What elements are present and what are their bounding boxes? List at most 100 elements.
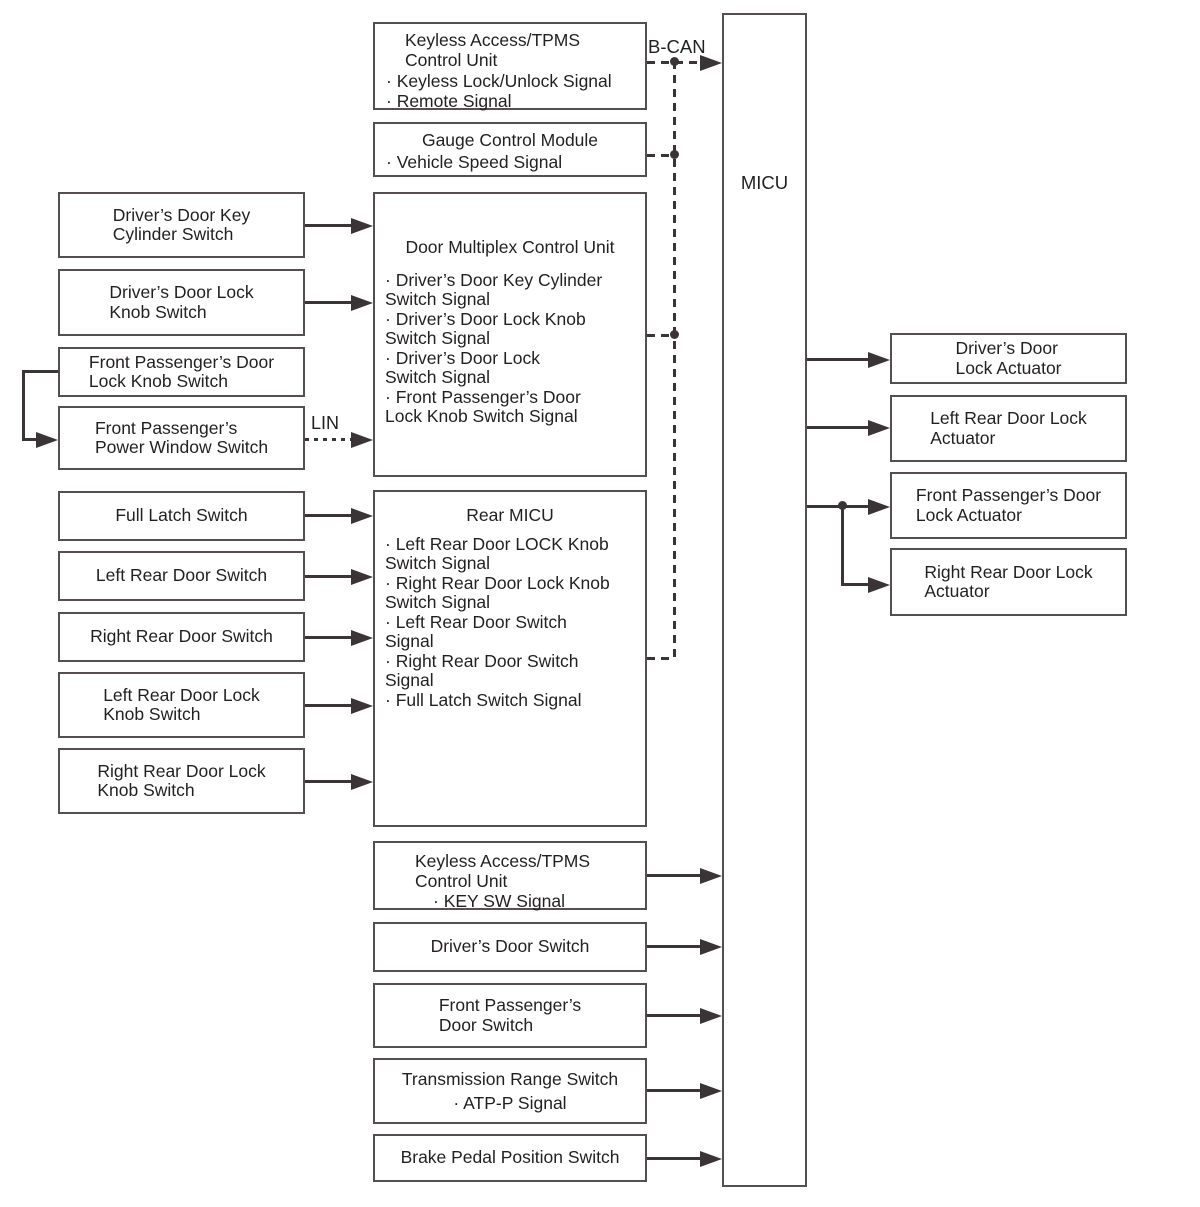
arrowhead-keyless-key-sw-to-micu <box>700 868 722 884</box>
line-full-latch-to-rear-micu <box>305 514 353 517</box>
box-label: Driver’s Door Switch <box>430 936 590 957</box>
box-drivers-door-lock-knob-switch: Driver’s Door Lock Knob Switch <box>58 269 305 336</box>
line-lock-knob-to-dmcu <box>305 301 353 304</box>
box-title: Keyless Access/TPMS Control Unit <box>415 851 591 891</box>
box-signals: · KEY SW Signal <box>433 891 565 911</box>
line-fp-door-switch-to-micu <box>647 1014 702 1017</box>
box-signals: · Left Rear Door LOCK Knob Switch Signal… <box>385 533 610 710</box>
bcan-bus-rear-micu-segment <box>647 657 675 660</box>
box-label: Left Rear Door Lock Actuator <box>930 408 1087 448</box>
box-gauge-control-module: Gauge Control Module · Vehicle Speed Sig… <box>373 122 647 177</box>
box-title: Gauge Control Module <box>421 130 599 150</box>
line-transmission-range-to-micu <box>647 1089 702 1092</box>
box-transmission-range-switch: Transmission Range Switch · ATP-P Signal <box>373 1058 647 1124</box>
bcan-bus-label: B-CAN <box>648 36 706 57</box>
box-left-rear-door-lock-actuator: Left Rear Door Lock Actuator <box>890 395 1127 462</box>
box-left-rear-door-lock-knob-switch: Left Rear Door Lock Knob Switch <box>58 672 305 738</box>
lin-bus-line <box>305 438 353 441</box>
arrowhead-micu-to-drivers-door-actuator <box>868 352 890 368</box>
line-fp-lock-knob-left <box>22 370 58 373</box>
micu-label: MICU <box>740 172 789 193</box>
box-front-passengers-door-lock-actuator: Front Passenger’s Door Lock Actuator <box>890 472 1127 539</box>
arrowhead-brake-pedal-to-micu <box>700 1151 722 1167</box>
box-rear-micu: Rear MICU · Left Rear Door LOCK Knob Swi… <box>373 490 647 827</box>
box-signals: · Keyless Lock/Unlock Signal · Remote Si… <box>386 71 612 111</box>
junction-dot-bcan-keyless <box>670 57 679 66</box>
arrowhead-fp-lock-knob-into-pw-switch <box>36 432 58 448</box>
line-micu-to-drivers-door-actuator <box>807 358 870 361</box>
arrowhead-bcan-into-micu <box>700 55 722 71</box>
arrowhead-micu-to-left-rear-actuator <box>868 420 890 436</box>
box-signals: · Driver’s Door Key Cylinder Switch Sign… <box>385 269 603 426</box>
box-drivers-door-switch: Driver’s Door Switch <box>373 922 647 972</box>
box-right-rear-door-lock-knob-switch: Right Rear Door Lock Knob Switch <box>58 748 305 814</box>
line-micu-to-left-rear-actuator <box>807 426 870 429</box>
line-left-rear-door-switch-to-rear-micu <box>305 575 353 578</box>
arrowhead-fp-door-switch-to-micu <box>700 1008 722 1024</box>
junction-dot-actuator-branch <box>838 501 847 510</box>
line-right-rear-door-switch-to-rear-micu <box>305 636 353 639</box>
box-title: Door Multiplex Control Unit <box>405 237 615 257</box>
box-front-passengers-power-window-switch: Front Passenger’s Power Window Switch <box>58 406 305 470</box>
arrowhead-right-rear-door-switch-to-rear-micu <box>351 630 373 646</box>
box-drivers-door-key-cylinder-switch: Driver’s Door Key Cylinder Switch <box>58 192 305 258</box>
box-label: Brake Pedal Position Switch <box>400 1147 620 1168</box>
arrowhead-transmission-range-to-micu <box>700 1083 722 1099</box>
bcan-bus-gauge-segment <box>647 154 675 157</box>
lin-bus-label: LIN <box>311 413 340 433</box>
arrowhead-key-cylinder-to-dmcu <box>351 218 373 234</box>
box-title: Rear MICU <box>466 505 554 525</box>
line-brake-pedal-to-micu <box>647 1157 702 1160</box>
box-label: Driver’s Door Lock Knob Switch <box>109 282 254 322</box>
box-keyless-access-tpms-key-sw: Keyless Access/TPMS Control Unit · KEY S… <box>373 841 647 911</box>
box-front-passengers-door-switch: Front Passenger’s Door Switch <box>373 983 647 1048</box>
box-label: Full Latch Switch <box>115 505 248 526</box>
box-door-multiplex-control-unit: Door Multiplex Control Unit · Driver’s D… <box>373 192 647 477</box>
box-label: Right Rear Door Lock Knob Switch <box>97 760 266 800</box>
arrowhead-branch-to-right-rear-actuator <box>868 577 890 593</box>
arrowhead-left-rear-door-switch-to-rear-micu <box>351 569 373 585</box>
box-right-rear-door-switch: Right Rear Door Switch <box>58 612 305 662</box>
line-fp-lock-knob-down <box>22 370 25 440</box>
box-label: Driver’s Door Lock Actuator <box>955 338 1062 378</box>
box-label: Driver’s Door Key Cylinder Switch <box>112 204 251 244</box>
junction-dot-bcan-gauge <box>670 150 679 159</box>
line-branch-to-right-rear-actuator <box>841 583 870 586</box>
box-label: Front Passenger’s Door Lock Knob Switch <box>88 351 275 391</box>
box-signals: · Vehicle Speed Signal <box>386 151 563 172</box>
bcan-bus-trunk <box>673 61 676 658</box>
box-label: Right Rear Door Lock Actuator <box>924 561 1093 601</box>
line-key-cylinder-to-dmcu <box>305 224 353 227</box>
arrowhead-micu-to-fp-actuator <box>868 499 890 515</box>
box-front-passengers-door-lock-knob-switch: Front Passenger’s Door Lock Knob Switch <box>58 347 305 397</box>
line-actuator-branch-down <box>841 506 844 585</box>
box-drivers-door-lock-actuator: Driver’s Door Lock Actuator <box>890 333 1127 384</box>
line-drivers-door-switch-to-micu <box>647 945 702 948</box>
box-title: Keyless Access/TPMS Control Unit <box>405 30 581 70</box>
box-right-rear-door-lock-actuator: Right Rear Door Lock Actuator <box>890 548 1127 616</box>
box-title: Transmission Range Switch <box>401 1069 619 1089</box>
arrowhead-right-rear-lock-knob-to-rear-micu <box>351 774 373 790</box>
line-keyless-key-sw-to-micu <box>647 874 702 877</box>
box-micu <box>722 13 807 1187</box>
box-brake-pedal-position-switch: Brake Pedal Position Switch <box>373 1134 647 1182</box>
arrowhead-lock-knob-to-dmcu <box>351 295 373 311</box>
arrowhead-lin-to-dmcu <box>351 432 373 448</box>
bcan-bus-dmcu-segment <box>647 334 675 337</box>
line-left-rear-lock-knob-to-rear-micu <box>305 704 353 707</box>
box-label: Left Rear Door Switch <box>95 565 268 586</box>
box-label: Front Passenger’s Door Switch <box>438 995 582 1035</box>
arrowhead-left-rear-lock-knob-to-rear-micu <box>351 698 373 714</box>
box-signals: · ATP-P Signal <box>453 1092 567 1113</box>
arrowhead-full-latch-to-rear-micu <box>351 508 373 524</box>
box-label: Front Passenger’s Door Lock Actuator <box>915 485 1102 525</box>
junction-dot-bcan-dmcu <box>670 330 679 339</box>
box-full-latch-switch: Full Latch Switch <box>58 491 305 541</box>
line-right-rear-lock-knob-to-rear-micu <box>305 780 353 783</box>
line-fp-lock-knob-into-pw-switch <box>22 438 40 441</box>
box-label: Front Passenger’s Power Window Switch <box>94 417 269 457</box>
box-label: Right Rear Door Switch <box>90 626 273 647</box>
arrowhead-drivers-door-switch-to-micu <box>700 939 722 955</box>
box-keyless-access-tpms-control-unit: Keyless Access/TPMS Control Unit · Keyle… <box>373 22 647 110</box>
